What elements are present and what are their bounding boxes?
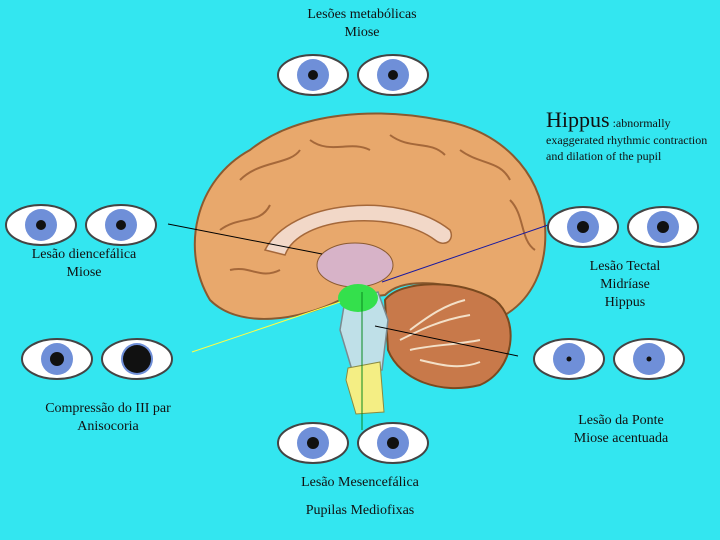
pointer-tectal bbox=[381, 224, 549, 283]
label-mesencephalic-line1: Lesão Mesencefálica bbox=[301, 475, 419, 490]
label-diencephalic-line2: Miose bbox=[66, 265, 102, 280]
label-tectal-line3: Hippus bbox=[604, 295, 646, 310]
label-mesencephalic-line2: Pupilas Mediofixas bbox=[305, 503, 415, 518]
eyes-diencephalic bbox=[4, 202, 158, 248]
cerebellum bbox=[383, 283, 512, 390]
eyes-mesencephalic bbox=[276, 420, 430, 466]
hippus-text: :abnormally exaggerated rhythmic contrac… bbox=[546, 116, 708, 163]
eye-icon bbox=[5, 204, 77, 246]
label-metabolic: Lesões metabólicas Miose bbox=[270, 6, 454, 42]
eye-icon bbox=[85, 204, 157, 246]
eye-icon bbox=[277, 422, 349, 464]
eyes-pons bbox=[532, 336, 686, 382]
label-diencephalic-line1: Lesão diencefálica bbox=[31, 247, 137, 262]
midbrain bbox=[338, 284, 378, 312]
eye-icon bbox=[277, 54, 349, 96]
pointer-third-nerve bbox=[191, 301, 341, 353]
eye-pinpoint-icon bbox=[613, 338, 685, 380]
eyes-tectal bbox=[546, 204, 700, 250]
corpus-callosum bbox=[263, 204, 452, 256]
eyes-third-nerve bbox=[20, 336, 174, 382]
eye-pinpoint-icon bbox=[533, 338, 605, 380]
gyri bbox=[219, 134, 536, 275]
pointer-pons bbox=[374, 325, 519, 357]
label-pons-line1: Lesão da Ponte bbox=[578, 413, 664, 428]
label-mesencephalic: Lesão Mesencefálica Pupilas Mediofixas bbox=[270, 474, 450, 520]
label-third-nerve-line2: Anisocoria bbox=[77, 419, 139, 434]
pointer-diencephalic bbox=[167, 223, 323, 255]
eye-icon bbox=[21, 338, 93, 380]
label-tectal: Lesão Tectal Midríase Hippus bbox=[560, 258, 690, 312]
eye-dilated-icon bbox=[101, 338, 173, 380]
medulla bbox=[345, 361, 385, 415]
label-pons-line2: Miose acentuada bbox=[573, 431, 669, 446]
cerebellum-arbor bbox=[399, 299, 481, 368]
diencephalon bbox=[316, 242, 394, 288]
label-third-nerve: Compressão do III par Anisocoria bbox=[20, 400, 196, 436]
eye-icon bbox=[357, 422, 429, 464]
eye-icon bbox=[547, 206, 619, 248]
label-tectal-line2: Midríase bbox=[600, 277, 650, 292]
label-tectal-line1: Lesão Tectal bbox=[589, 259, 661, 274]
eye-icon bbox=[627, 206, 699, 248]
eyes-metabolic bbox=[276, 52, 430, 98]
brainstem bbox=[339, 291, 389, 371]
label-pons: Lesão da Ponte Miose acentuada bbox=[548, 412, 694, 448]
hippus-title: Hippus bbox=[546, 107, 610, 132]
label-metabolic-line1: Lesões metabólicas bbox=[307, 7, 417, 22]
label-diencephalic: Lesão diencefálica Miose bbox=[4, 246, 164, 282]
eye-icon bbox=[357, 54, 429, 96]
label-third-nerve-line1: Compressão do III par bbox=[45, 401, 171, 416]
label-metabolic-line2: Miose bbox=[344, 25, 380, 40]
hippus-definition: Hippus :abnormally exaggerated rhythmic … bbox=[546, 108, 714, 164]
